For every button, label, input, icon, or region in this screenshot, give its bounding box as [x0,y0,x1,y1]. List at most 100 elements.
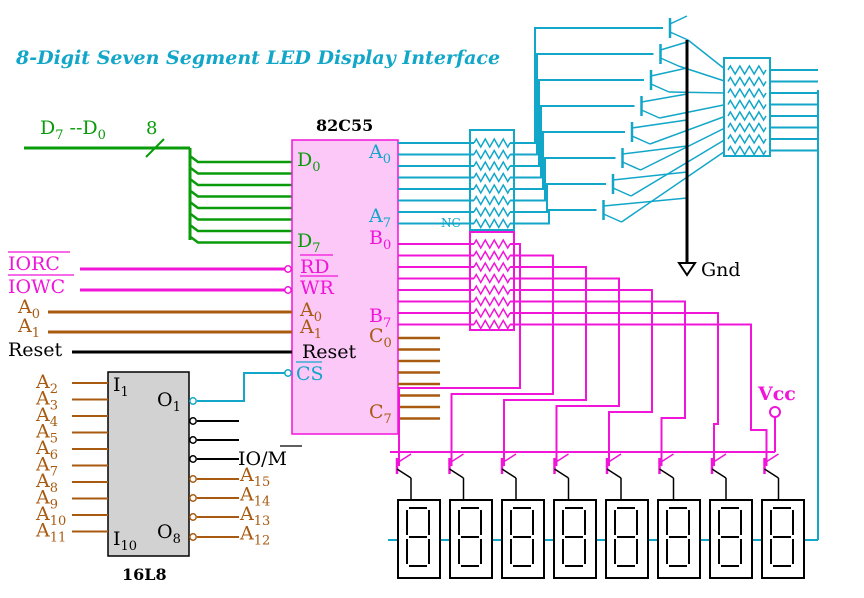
ppi-pin-rd: RD [300,256,330,278]
pal-name: 16L8 [122,565,167,584]
resistor [727,99,767,110]
digit-transistor-emitter [396,468,412,479]
pal-input-label: A10 [35,503,66,529]
output-bubble [189,494,197,502]
reset-label: Reset [8,339,63,361]
resistor [473,217,511,230]
segment-wire [687,39,727,71]
resistor [727,76,767,87]
iorc-label: IORC [8,253,60,275]
resistor [473,171,511,184]
digit-transistor-collector [764,453,779,464]
pal-input-label: A6 [35,437,58,463]
segment-wire [621,149,727,223]
seven-segment-digits [388,499,818,579]
gnd-label: Gnd [701,259,741,281]
digit-transistor-emitter [711,468,727,479]
resistor [473,295,511,308]
pal-input-label: A9 [35,487,58,513]
digit-transistor-emitter [554,468,569,479]
diagram-title: 8-Digit Seven Segment LED Display Interf… [15,47,500,69]
digit-transistor-emitter [606,468,622,479]
port-b-drive [503,266,587,466]
digit-transistor-collector [606,453,622,464]
resistor [473,318,511,331]
resistor [473,272,511,285]
resistor [473,261,511,273]
resistor [473,137,511,149]
output-bubble [189,417,197,425]
vcc-label: Vcc [757,383,796,405]
data-bus-line [189,178,292,187]
pal-input-label: A4 [35,404,58,430]
pal-input-label: A5 [35,421,58,447]
port-a-drive [510,105,635,179]
ppi-pin-cs: CS [296,363,324,385]
data-bus-line [189,235,292,244]
digit-transistor-emitter [449,468,464,479]
output-bubble [189,533,197,541]
transistor-emitter [603,197,688,207]
resistor [473,307,511,319]
pal-pin-o8: O8 [157,521,181,547]
port-b-drive [510,277,620,466]
resistor [473,194,511,207]
port-a-drive [510,27,663,144]
iom-label: IO/M [238,448,287,470]
pal-pin-i1: I1 [113,374,129,400]
pal-pin-o1: O1 [157,389,181,415]
transistor-emitter [650,67,688,77]
pal-input-label: A3 [35,388,58,414]
pal-pin-i10: I10 [113,528,137,554]
ppi-pin-pc0: C0 [369,325,392,351]
ppi-pin-a1: A1 [299,316,322,342]
segment-wire [659,103,727,119]
segment-wire [640,126,727,171]
resistor [727,87,767,99]
transistor-emitter [641,93,688,103]
transistor-collector [622,161,641,171]
gnd-symbol [677,262,697,277]
pal-output-label: A15 [239,464,270,490]
segment-wire [668,91,727,94]
resistor [473,183,511,195]
resistor [727,122,767,133]
resistor [727,110,767,122]
port-b-drive [398,243,521,466]
transistor-collector [612,187,632,197]
digit-transistor-collector [554,453,569,464]
pal-output-label: A13 [239,503,270,529]
transistor-emitter [669,15,688,25]
resistor [473,148,511,161]
ppi-pin-d7: D7 [297,230,321,256]
port-a-drive [510,79,644,167]
resistor [473,249,511,262]
ppi-pin-reset: Reset [302,341,357,363]
transistor-collector [660,57,679,67]
transistor-collector [650,83,670,93]
port-b-drive [510,300,686,466]
ppi-pin-d0: D0 [297,149,321,175]
pal-input-label: A11 [35,520,66,546]
data-bus [24,138,192,240]
port-a-drive [510,53,654,156]
port-a-drive [510,131,625,190]
transistor-collector [603,213,622,223]
digit-transistor-emitter [501,468,517,479]
digit-transistor-emitter [659,468,674,479]
port-b-wiring [390,231,780,500]
port-b-drive [510,323,768,466]
resistor [727,64,767,76]
ppi-pin-pa0: A0 [368,141,391,167]
digit-7 [709,499,753,579]
a0-label: A0 [17,296,40,322]
ppi-pin-pb0: B0 [369,227,391,253]
iowc-label: IOWC [8,276,65,298]
pal-output-label: A14 [239,484,270,510]
pal-output-label: A12 [239,523,270,549]
bus-width-label: 8 [146,118,157,139]
pal-input-label: A2 [35,371,58,397]
port-a-drive [510,183,606,213]
digit-transistor-collector [396,453,412,464]
